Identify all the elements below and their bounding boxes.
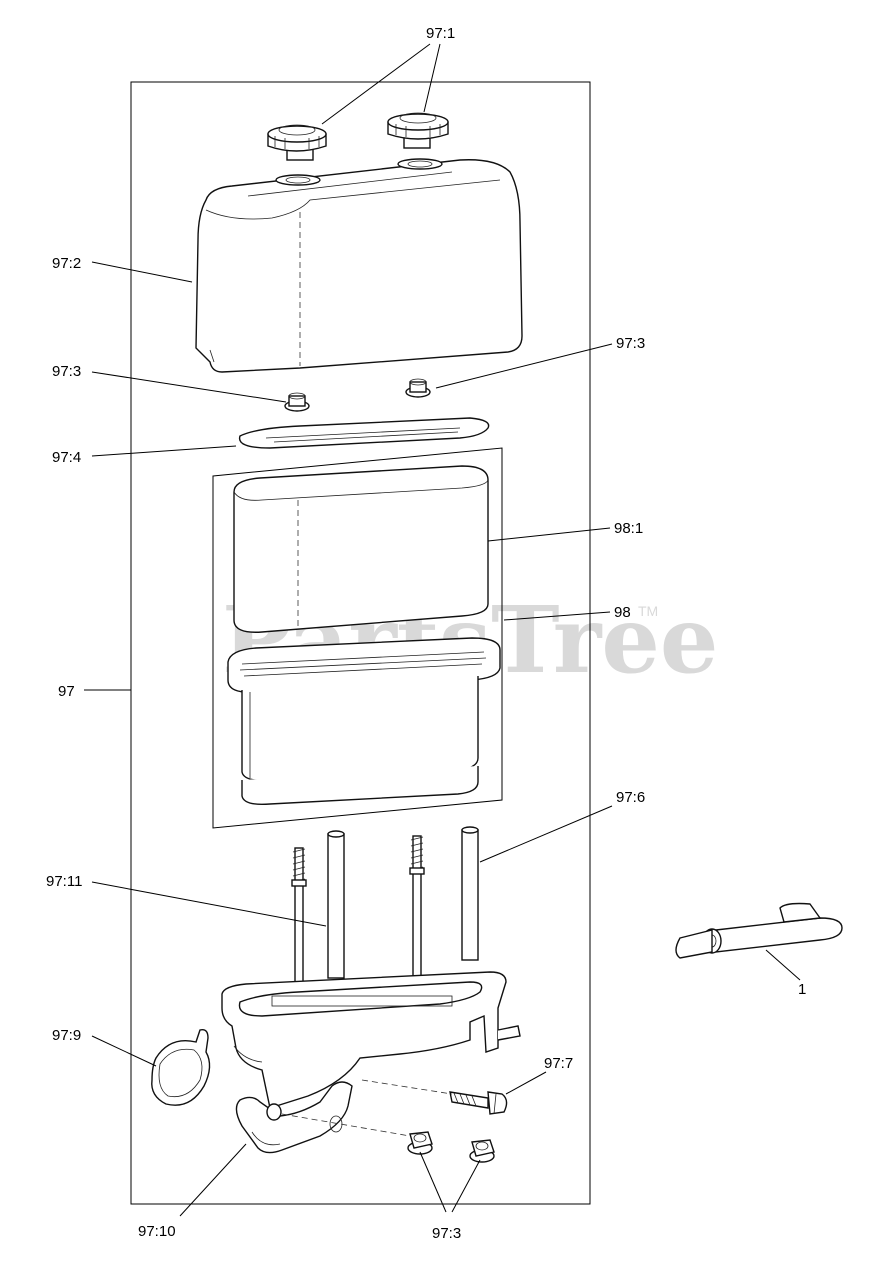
watermark-trademark: TM bbox=[638, 603, 658, 619]
label-pin: 1 bbox=[798, 981, 806, 998]
air-cleaner-cover bbox=[195, 158, 523, 373]
assembly-frame bbox=[130, 81, 591, 1205]
label-bracket: 97:10 bbox=[138, 1223, 176, 1240]
label-assembly: 97 bbox=[58, 683, 75, 700]
stud-right bbox=[409, 835, 425, 997]
flange-nut-left bbox=[284, 392, 310, 412]
gasket bbox=[238, 417, 490, 449]
label-bolt: 97:7 bbox=[544, 1055, 573, 1072]
pin bbox=[675, 902, 843, 959]
filter-kit-frame bbox=[212, 447, 503, 829]
label-filter-foam: 98:1 bbox=[614, 520, 643, 537]
label-nut-right: 97:3 bbox=[616, 335, 645, 352]
label-filter-kit: 98 bbox=[614, 604, 631, 621]
foam-prefilter bbox=[233, 465, 489, 633]
knob-cap-right bbox=[387, 112, 449, 149]
bolt-alignment-line bbox=[361, 1079, 453, 1095]
flange-nut-bottom-left bbox=[407, 1131, 433, 1155]
label-cover: 97:2 bbox=[52, 255, 81, 272]
hex-bolt bbox=[449, 1091, 508, 1115]
flange-nut-right bbox=[405, 378, 431, 398]
label-cap: 97:1 bbox=[426, 25, 455, 42]
paper-filter-element bbox=[227, 637, 501, 806]
label-seal: 97:9 bbox=[52, 1027, 81, 1044]
label-nut-bottom: 97:3 bbox=[432, 1225, 461, 1242]
label-gasket: 97:4 bbox=[52, 449, 81, 466]
spacer-tube-right bbox=[461, 826, 479, 961]
air-cleaner-base bbox=[221, 971, 521, 1154]
spacer-tube-left bbox=[327, 830, 345, 979]
nut-alignment-line bbox=[281, 1113, 411, 1137]
flange-nut-bottom-right bbox=[469, 1139, 495, 1163]
label-stud: 97:11 bbox=[46, 873, 82, 890]
knob-cap-left bbox=[267, 124, 327, 161]
label-nut-left: 97:3 bbox=[52, 363, 81, 380]
leader-lines bbox=[84, 43, 801, 1217]
seal-ring bbox=[151, 1028, 211, 1106]
label-tube: 97:6 bbox=[616, 789, 645, 806]
